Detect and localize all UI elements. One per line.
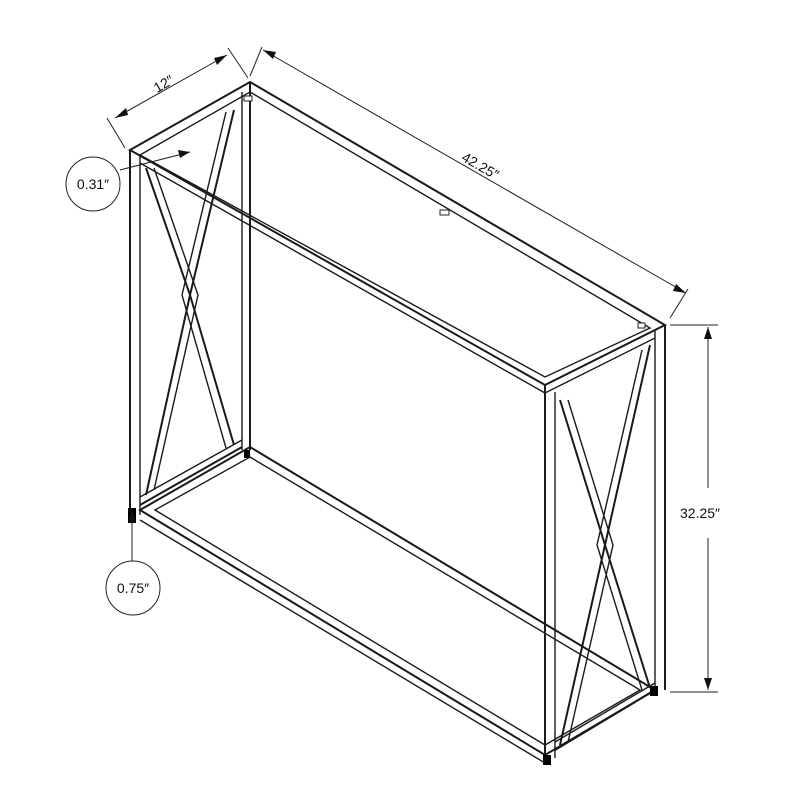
left-bottom-rail xyxy=(139,446,243,506)
width-arrow-left xyxy=(263,50,276,59)
thickness-label: 0.31″ xyxy=(77,176,109,192)
height-arrow-bottom xyxy=(704,678,712,690)
foot-callout-circle xyxy=(105,560,161,616)
depth-arrow-left xyxy=(115,108,128,118)
thickness-leader xyxy=(119,151,191,171)
right-x-brace-a xyxy=(559,399,607,746)
thickness-callout-circle xyxy=(65,156,121,212)
right-front-foot xyxy=(543,755,551,765)
width-ext-right xyxy=(669,288,689,319)
top-clip-right xyxy=(637,322,646,329)
table-frame xyxy=(127,80,668,765)
right-x-brace-b xyxy=(603,344,651,689)
left-x-brace-a2 xyxy=(153,167,199,491)
foot-height-label: 0.75″ xyxy=(117,580,149,596)
height-arrow-top xyxy=(704,327,712,339)
height-label: 32.25″ xyxy=(680,505,720,521)
right-back-foot xyxy=(650,686,658,696)
left-x-brace-b2 xyxy=(181,111,227,449)
hardware-marks xyxy=(243,95,646,329)
right-bottom-rail-inner xyxy=(554,682,656,743)
bottom-shelf-outer xyxy=(138,445,657,757)
left-back-foot xyxy=(244,450,250,458)
depth-ext-right xyxy=(227,47,249,79)
top-clip-middle xyxy=(439,209,450,216)
right-x-brace-b2 xyxy=(596,349,643,691)
bottom-shelf-inner xyxy=(153,456,642,746)
width-dim-line xyxy=(262,49,687,294)
depth-arrow-right xyxy=(214,55,227,65)
front-top-rail-lower xyxy=(139,162,546,394)
left-x-brace-a xyxy=(145,167,192,496)
bottom-front-rail-lower xyxy=(139,519,546,764)
top-clip-left xyxy=(243,95,253,102)
foot-arrow xyxy=(128,510,136,522)
width-label: 42.25″ xyxy=(459,149,502,183)
left-bottom-rail-inner xyxy=(139,439,243,498)
thickness-arrow xyxy=(178,150,190,158)
width-arrow-right xyxy=(673,284,686,293)
depth-label: 12″ xyxy=(151,72,177,96)
depth-ext-left xyxy=(106,117,126,149)
callouts xyxy=(65,156,161,616)
top-rail-inner xyxy=(138,91,652,378)
left-x-brace-b xyxy=(188,109,235,446)
width-ext-left xyxy=(249,46,263,77)
right-top-rail-end xyxy=(544,337,656,394)
right-x-brace-a2 xyxy=(567,399,614,743)
depth-dim-line xyxy=(114,54,228,119)
dimension-lines xyxy=(106,46,718,693)
